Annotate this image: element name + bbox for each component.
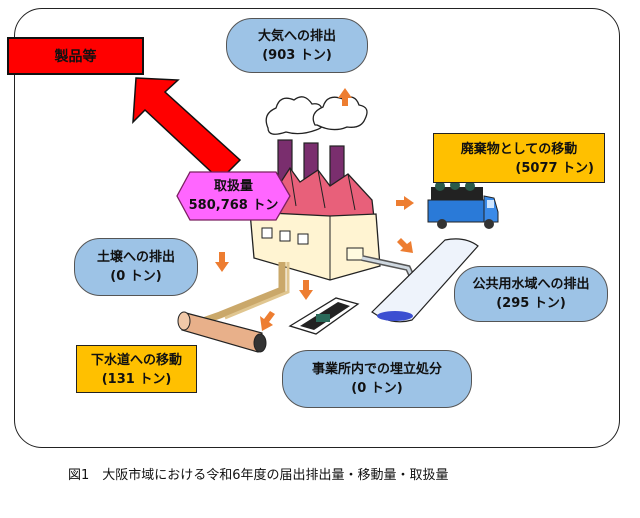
handled-value: 580,768 トン (188, 198, 279, 213)
waste-transfer-value: (5077 トン) (515, 161, 594, 176)
drain-pipe-icon (177, 262, 290, 353)
landfill-value: (0 トン) (351, 381, 403, 396)
landfill-arrow (299, 280, 313, 300)
handled-amount: 取扱量 580,768 トン (177, 172, 290, 220)
handled-label: 取扱量 (213, 179, 253, 194)
figure-caption: 図1 大阪市域における令和6年度の届出排出量・移動量・取扱量 (68, 468, 449, 483)
handled-callout-shape (176, 171, 291, 221)
air-emission-value: (903 トン) (262, 48, 332, 63)
sewer-transfer-box: 下水道への移動 (131 トン) (76, 345, 197, 393)
water-emission-label: 公共用水域への排出 (472, 277, 590, 292)
water-emission-bubble: 公共用水域への排出 (295 トン) (454, 266, 608, 322)
air-emission-label: 大気への排出 (257, 29, 336, 44)
sewer-transfer-value: (131 トン) (101, 372, 172, 387)
soil-emission-label: 土壌への排出 (96, 250, 175, 265)
waste-transfer-box: 廃棄物としての移動 (5077 トン) (433, 133, 605, 183)
flow-arrows (215, 88, 414, 331)
air-emission-bubble: 大気への排出 (903 トン) (226, 18, 368, 73)
water-arrow (397, 238, 413, 253)
landfill-bubble: 事業所内での埋立処分 (0 トン) (282, 350, 472, 408)
soil-arrow (215, 252, 229, 272)
air-arrow (338, 88, 352, 106)
truck-icon (427, 180, 499, 229)
sewer-arrow (260, 311, 275, 331)
waste-transfer-label: 廃棄物としての移動 (460, 142, 578, 157)
waste-arrow (396, 196, 414, 210)
soil-emission-bubble: 土壌への排出 (0 トン) (74, 238, 198, 296)
sewer-transfer-label: 下水道への移動 (90, 353, 182, 368)
landfill-label: 事業所内での埋立処分 (311, 362, 442, 377)
water-surface-icon (371, 238, 479, 323)
landfill-pit-icon (288, 297, 360, 335)
products-label: 製品等 (54, 49, 97, 65)
soil-emission-value: (0 トン) (110, 269, 162, 284)
products-box: 製品等 (7, 37, 144, 75)
products-arrow (132, 77, 242, 182)
water-emission-value: (295 トン) (496, 296, 566, 311)
